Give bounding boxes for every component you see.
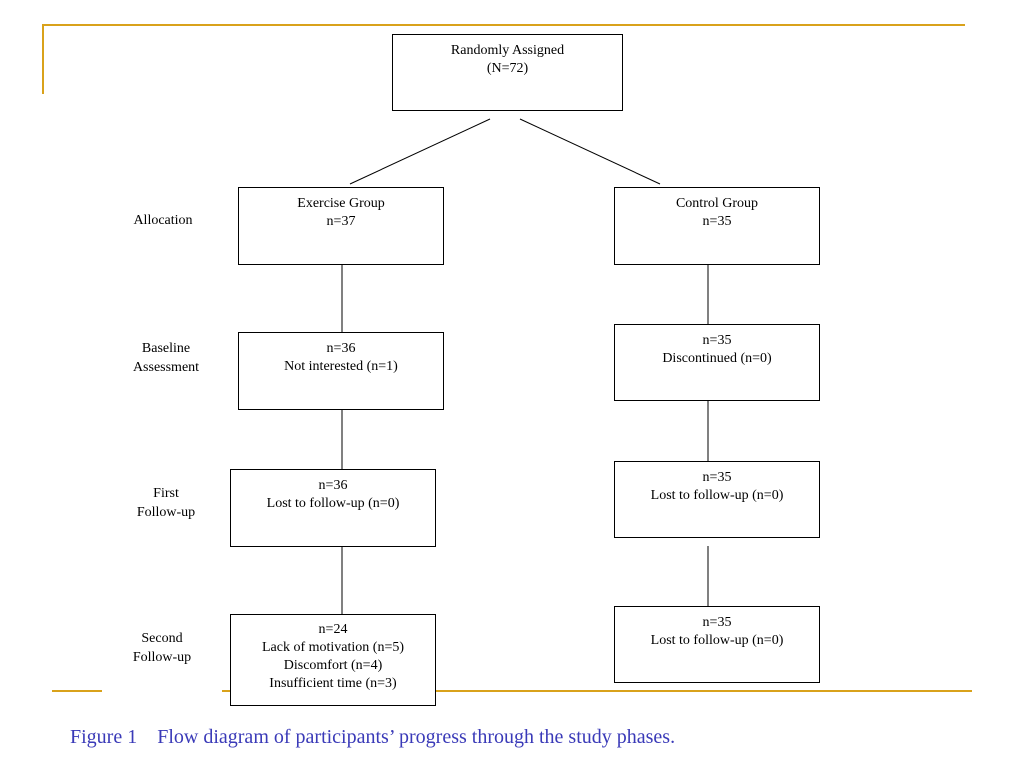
top-accent-rule <box>42 24 965 26</box>
phase-label-baseline: Baseline Assessment <box>106 339 226 377</box>
exercise-first-follow-up-box: n=36 Lost to follow-up (n=0) <box>230 469 436 547</box>
box-line: Lack of motivation (n=5) <box>261 640 405 655</box>
phase-line: Baseline <box>141 341 191 356</box>
box-line: n=35 <box>702 470 732 485</box>
exercise-second-follow-up-box: n=24 Lack of motivation (n=5) Discomfort… <box>230 614 436 706</box>
phase-line: Allocation <box>133 213 193 228</box>
bottom-accent-rule-left <box>52 690 102 692</box>
box-line: Control Group <box>675 196 759 211</box>
box-line: Lost to follow-up (n=0) <box>266 496 400 511</box>
phase-label-allocation: Allocation <box>103 211 223 230</box>
box-line: Lost to follow-up (n=0) <box>650 488 784 503</box>
box-line: Discomfort (n=4) <box>283 658 383 673</box>
box-line: Insufficient time (n=3) <box>269 676 397 691</box>
phase-line: Follow-up <box>132 650 192 665</box>
control-group-box: Control Group n=35 <box>614 187 820 265</box>
box-line: n=24 <box>318 622 348 637</box>
figure-caption: Figure 1 Flow diagram of participants’ p… <box>70 726 675 749</box>
box-line: Randomly Assigned <box>450 43 565 58</box>
phase-label-first-follow-up: First Follow-up <box>106 484 226 522</box>
randomly-assigned-box: Randomly Assigned (N=72) <box>392 34 623 111</box>
bottom-accent-rule-right <box>222 690 972 692</box>
exercise-group-box: Exercise Group n=37 <box>238 187 444 265</box>
phase-line: Follow-up <box>136 505 196 520</box>
box-line: n=37 <box>326 214 356 229</box>
figure-caption-text: Flow diagram of participants’ progress t… <box>157 726 676 748</box>
box-line: n=35 <box>702 214 732 229</box>
phase-line: First <box>153 486 179 501</box>
control-baseline-box: n=35 Discontinued (n=0) <box>614 324 820 401</box>
exercise-baseline-box: n=36 Not interested (n=1) <box>238 332 444 410</box>
box-line: n=35 <box>702 615 732 630</box>
figure-label: Figure 1 <box>70 726 138 748</box>
phase-line: Assessment <box>132 360 200 375</box>
box-line: Not interested (n=1) <box>284 359 398 374</box>
box-line: n=36 <box>318 478 348 493</box>
box-line: n=35 <box>702 333 732 348</box>
box-line: Exercise Group <box>297 196 385 211</box>
box-line: n=36 <box>326 341 356 356</box>
connector-root-to-control <box>519 118 661 185</box>
connector-root-to-exercise <box>349 118 491 185</box>
phase-label-second-follow-up: Second Follow-up <box>102 629 222 667</box>
control-first-follow-up-box: n=35 Lost to follow-up (n=0) <box>614 461 820 538</box>
left-accent-rule <box>42 24 44 94</box>
box-line: (N=72) <box>486 61 529 76</box>
control-second-follow-up-box: n=35 Lost to follow-up (n=0) <box>614 606 820 683</box>
phase-line: Second <box>141 631 183 646</box>
box-line: Lost to follow-up (n=0) <box>650 633 784 648</box>
box-line: Discontinued (n=0) <box>662 351 772 366</box>
